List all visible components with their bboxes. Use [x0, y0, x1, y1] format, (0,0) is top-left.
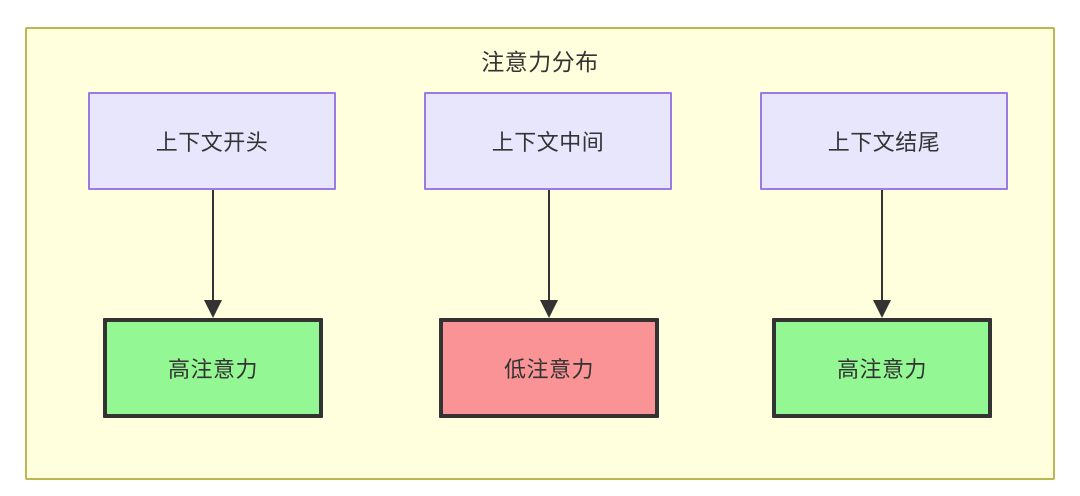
node-context-end-label: 上下文结尾	[827, 130, 941, 155]
node-context-start[interactable]: 上下文开头	[88, 92, 336, 190]
node-attention-high-start[interactable]: 高注意力	[103, 318, 323, 418]
node-attention-low-middle[interactable]: 低注意力	[439, 318, 659, 418]
node-context-end[interactable]: 上下文结尾	[760, 92, 1008, 190]
subgraph-title: 注意力分布	[481, 49, 599, 75]
node-attention-low-middle-label: 低注意力	[503, 357, 594, 382]
node-attention-high-start-label: 高注意力	[167, 357, 258, 382]
node-attention-high-end[interactable]: 高注意力	[772, 318, 992, 418]
node-context-start-label: 上下文开头	[155, 130, 269, 155]
node-context-middle[interactable]: 上下文中间	[424, 92, 672, 190]
node-context-middle-label: 上下文中间	[491, 130, 605, 155]
node-attention-high-end-label: 高注意力	[836, 357, 927, 382]
